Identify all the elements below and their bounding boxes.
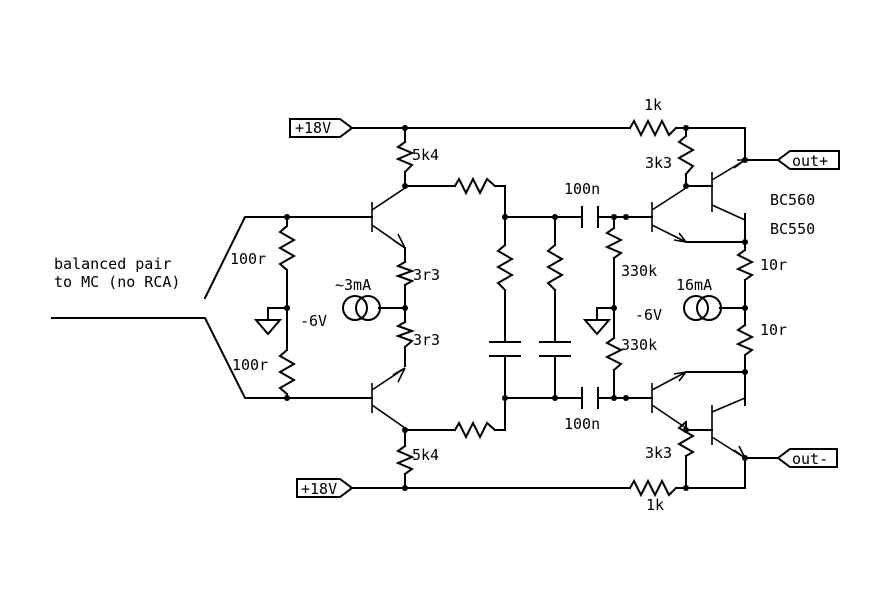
r-in-top-label: 100r <box>230 250 266 268</box>
cap-top-label: 100n <box>564 180 600 198</box>
resistor-330k-top <box>604 226 624 260</box>
resistor-series-top <box>453 176 497 196</box>
capacitor-mid-a <box>489 341 521 357</box>
resistor-mid-b <box>545 243 565 292</box>
wires <box>51 127 779 489</box>
capacitors <box>489 206 599 409</box>
supply-label-bottom: +18V <box>301 480 337 498</box>
resistor-10r-bottom <box>735 323 755 357</box>
resistor-5k4-top <box>395 140 415 174</box>
resistor-330k-bottom <box>604 336 624 372</box>
resistor-3k3-top <box>676 134 696 176</box>
r-bias-top-label: 330k <box>621 262 657 280</box>
current-sources <box>342 295 722 321</box>
input-description-line1: balanced pair <box>54 255 171 273</box>
r-in-bottom-label: 100r <box>232 356 268 374</box>
resistor-5k4-bottom <box>395 444 415 476</box>
capacitor-100n-top <box>581 206 599 228</box>
supply-flag-top <box>289 118 354 138</box>
resistor-r100-bottom <box>277 348 297 396</box>
ground-right <box>582 319 612 336</box>
resistor-3k3-bottom <box>676 420 696 458</box>
supply-label-top: +18V <box>295 119 331 137</box>
resistor-r1k-bottom <box>628 478 678 498</box>
capacitor-100n-bottom <box>581 387 599 409</box>
grounds <box>253 319 612 336</box>
input-description-line2: to MC (no RCA) <box>54 273 180 291</box>
transistor-npn-label: BC550 <box>770 220 815 238</box>
r-fb-bottom-label: 1k <box>646 496 664 514</box>
capacitor-mid-b <box>539 341 571 357</box>
r-emit-bottom-label: 3r3 <box>413 331 440 349</box>
src-right-current-label: 16mA <box>676 276 712 294</box>
labels: +18V +18V out+ out- balanced pair to MC … <box>54 96 828 514</box>
current-source-left-a <box>342 295 368 321</box>
resistor-r100-top <box>277 224 297 272</box>
src-left-voltage-label: -6V <box>300 312 327 330</box>
resistors <box>277 118 755 498</box>
output-label-plus: out+ <box>792 152 828 170</box>
r-bias-bottom-label: 330k <box>621 336 657 354</box>
r-fb-top-label: 1k <box>644 96 662 114</box>
ground-left <box>253 319 283 336</box>
resistor-3r3-top <box>395 260 415 287</box>
output-flag-plus <box>776 150 840 170</box>
transistor-pnp-label: BC560 <box>770 191 815 209</box>
current-source-left-b <box>355 295 381 321</box>
current-source-right-a <box>683 295 709 321</box>
output-label-minus: out- <box>792 450 828 468</box>
r-coll-top-label: 5k4 <box>412 146 439 164</box>
src-right-voltage-label: -6V <box>635 306 662 324</box>
r-coll-bottom-label: 5k4 <box>412 446 439 464</box>
current-source-right-b <box>696 295 722 321</box>
resistor-10r-top <box>735 248 755 282</box>
ports <box>289 118 840 498</box>
resistor-r1k-top <box>628 118 678 138</box>
r-out-bottom-label: 10r <box>760 321 787 339</box>
cap-bottom-label: 100n <box>564 415 600 433</box>
output-flag-minus <box>776 448 838 468</box>
resistor-3r3-bottom <box>395 320 415 349</box>
r-bottom-out-label: 3k3 <box>645 444 672 462</box>
junctions <box>284 125 748 491</box>
r-out-top-label: 10r <box>760 256 787 274</box>
supply-flag-bottom <box>296 478 354 498</box>
resistor-mid-a <box>495 243 515 292</box>
src-left-current-label: ~3mA <box>335 276 371 294</box>
transistors <box>371 159 746 459</box>
r-top-out-label: 3k3 <box>645 154 672 172</box>
resistor-series-bottom <box>453 420 497 440</box>
r-emit-top-label: 3r3 <box>413 266 440 284</box>
